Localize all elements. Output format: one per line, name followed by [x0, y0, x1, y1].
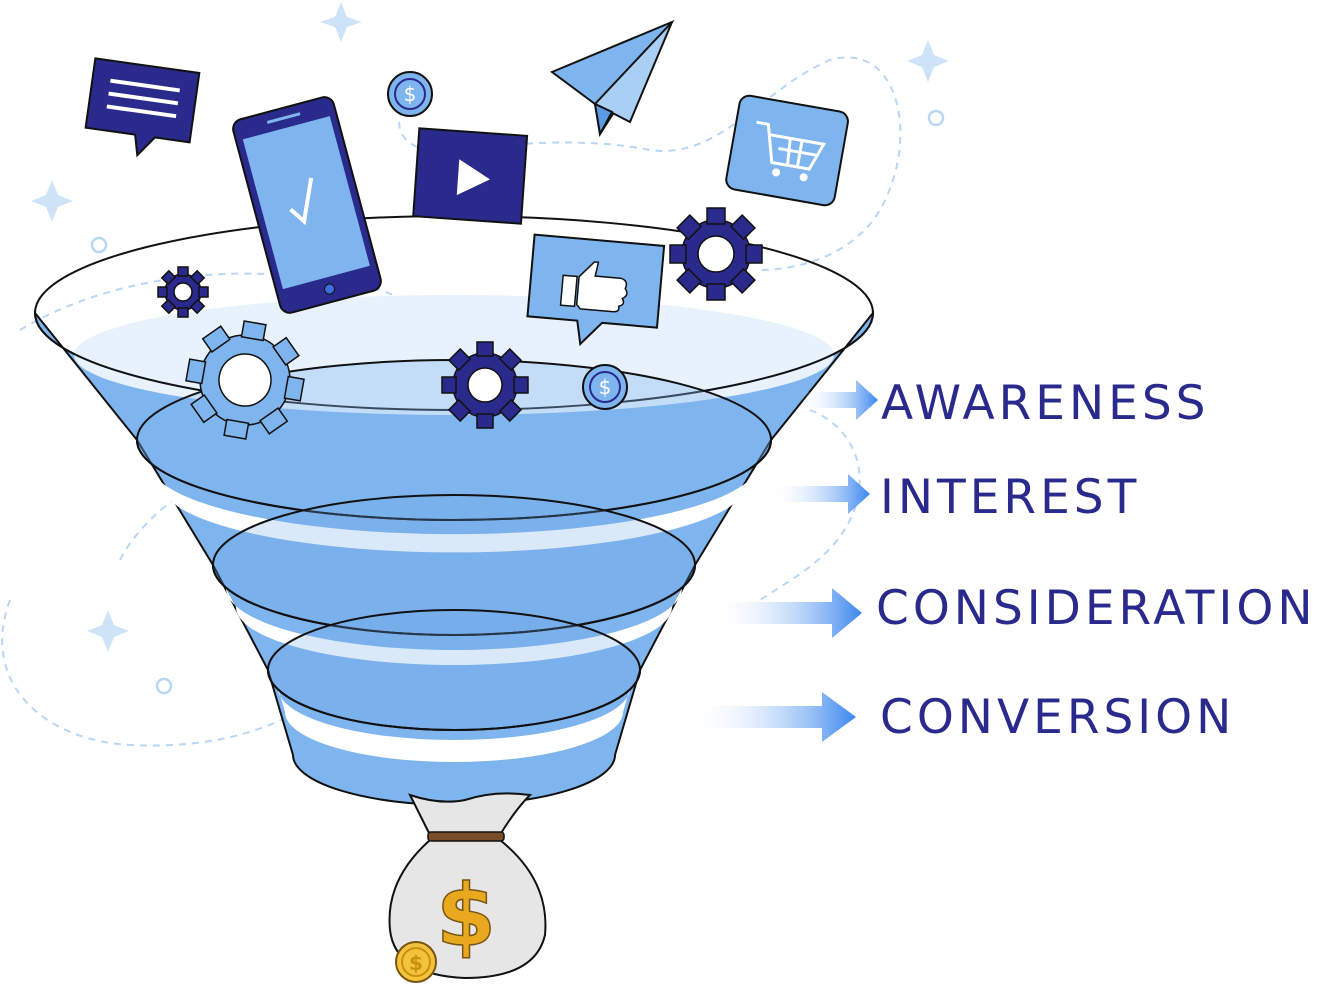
- gold-coin-icon: $: [395, 941, 437, 983]
- gear-icon: [669, 207, 763, 301]
- play-button-icon: [412, 127, 529, 225]
- stage-label-interest: INTEREST: [880, 470, 1141, 525]
- small-circle-decoration: [90, 109, 945, 695]
- dollar-coin-icon: $: [387, 71, 433, 117]
- stage-label-awareness: AWARENESS: [881, 376, 1210, 431]
- arrow-interest: [770, 474, 870, 514]
- gear-icon: [441, 341, 529, 429]
- sparkle-icon: [31, 2, 949, 652]
- arrow-conversion: [690, 692, 856, 742]
- stage-arrows: [690, 380, 878, 742]
- chat-bubble-icon: [84, 57, 201, 158]
- shopping-cart-icon: [725, 94, 849, 207]
- arrow-awareness: [800, 380, 878, 420]
- arrow-consideration: [710, 588, 862, 638]
- svg-text:$: $: [404, 82, 417, 106]
- gear-icon: [157, 266, 209, 318]
- stage-label-consideration: CONSIDERATION: [876, 581, 1317, 636]
- stage-label-conversion: CONVERSION: [880, 690, 1236, 745]
- smartphone-check-icon: [232, 96, 382, 314]
- paper-plane-icon: [549, 19, 675, 138]
- gear-icon: [185, 320, 305, 440]
- thumbs-up-icon: [526, 233, 666, 347]
- money-bag-icon: $ $: [388, 792, 547, 983]
- dollar-coin-icon: $: [582, 364, 628, 410]
- svg-text:$: $: [409, 951, 423, 975]
- svg-text:$: $: [599, 375, 612, 399]
- bag-dollar-sign: $: [436, 866, 496, 966]
